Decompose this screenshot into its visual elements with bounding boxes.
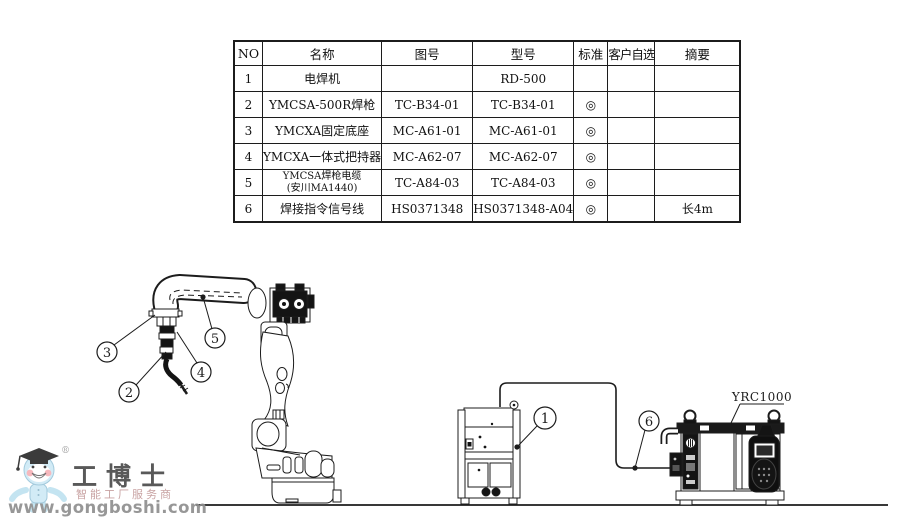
header-summary: 摘要 <box>654 40 741 66</box>
callout-1: 1 <box>514 406 557 450</box>
cell-name: 焊接指令信号线 <box>261 195 383 223</box>
header-name: 名称 <box>261 40 383 66</box>
cell-model: MC-A61-01 <box>472 117 575 144</box>
table-row: 3 YMCXA固定底座 MC-A61-01 MC-A61-01 ◎ <box>233 117 741 144</box>
cell-no: 4 <box>233 143 263 170</box>
robot-drawing <box>148 273 342 504</box>
cell-custom <box>607 91 656 118</box>
registered-mark: ® <box>61 446 70 456</box>
mascot-icon <box>9 448 67 513</box>
callout-4: 4 <box>176 331 212 383</box>
cell-name-line1: YMCSA焊枪电缆 <box>282 171 362 182</box>
controller-label-group: YRC1000 <box>730 390 792 424</box>
callout-6-label: 6 <box>645 415 653 430</box>
table-row: 5 YMCSA焊枪电缆 (安川MA1440) TC-A84-03 TC-A84-… <box>233 169 741 196</box>
cell-drawing: HS0371348 <box>381 195 474 223</box>
cell-name: 电焊机 <box>261 65 383 92</box>
cell-drawing: MC-A62-07 <box>381 143 474 170</box>
cell-drawing: TC-B34-01 <box>381 91 474 118</box>
cell-summary <box>654 91 741 118</box>
cell-model: TC-A84-03 <box>472 169 575 196</box>
callout-1-label: 1 <box>541 411 550 427</box>
callout-3: 3 <box>96 314 156 363</box>
cell-no: 5 <box>233 169 263 196</box>
table-row: 1 电焊机 RD-500 <box>233 65 741 92</box>
brand-website: www.gongboshi.com <box>8 498 208 517</box>
cell-summary <box>654 65 741 92</box>
cell-summary <box>654 169 741 196</box>
cell-standard: ◎ <box>573 117 609 144</box>
cell-custom <box>607 65 656 92</box>
cell-model: TC-B34-01 <box>472 91 575 118</box>
cell-summary <box>654 117 741 144</box>
cell-standard: ◎ <box>573 91 609 118</box>
cell-name: YMCSA-500R焊枪 <box>261 91 383 118</box>
cell-standard: ◎ <box>573 143 609 170</box>
callout-2: 2 <box>118 351 167 403</box>
signal-cable <box>499 382 673 469</box>
brand-tagline: 智能工厂服务商 <box>76 488 174 501</box>
cell-model: HS0371348-A04 <box>472 195 575 223</box>
welder-drawing <box>457 400 521 505</box>
cell-name: YMCXA固定底座 <box>261 117 383 144</box>
callout-3-label: 3 <box>103 346 111 361</box>
brand-name: 工博士 <box>72 462 175 491</box>
table-row: 6 焊接指令信号线 HS0371348 HS0371348-A04 ◎ 长4m <box>233 195 741 223</box>
cell-drawing <box>381 65 474 92</box>
header-standard: 标准 <box>573 40 609 66</box>
controller-label: YRC1000 <box>731 390 792 404</box>
robot-base-joint <box>251 409 287 452</box>
robot-pedestal <box>255 447 342 504</box>
cell-name-line2: (安川MA1440) <box>286 182 358 194</box>
callout-4-label: 4 <box>197 366 205 381</box>
controller-drawing <box>660 409 785 506</box>
robot-upper-arm <box>152 273 267 319</box>
header-model: 型号 <box>472 40 575 66</box>
header-no: NO <box>233 40 263 66</box>
cell-drawing: TC-A84-03 <box>381 169 474 196</box>
callout-2-label: 2 <box>125 386 133 401</box>
callout-6: 6 <box>632 410 660 471</box>
cell-no: 2 <box>233 91 263 118</box>
cell-custom <box>607 143 656 170</box>
parts-table: NO 名称 图号 型号 标准 客户自选 摘要 1 电焊机 RD-500 2 YM… <box>233 40 742 223</box>
cell-no: 1 <box>233 65 263 92</box>
header-drawing: 图号 <box>381 40 474 66</box>
cell-custom <box>607 169 656 196</box>
cell-custom <box>607 195 656 223</box>
callout-5: 5 <box>200 294 226 349</box>
cell-standard <box>573 65 609 92</box>
header-custom: 客户自选 <box>607 40 656 66</box>
cell-no: 3 <box>233 117 263 144</box>
table-row: 2 YMCSA-500R焊枪 TC-B34-01 TC-B34-01 ◎ <box>233 91 741 118</box>
cell-standard: ◎ <box>573 195 609 223</box>
cell-model: RD-500 <box>472 65 575 92</box>
cell-standard: ◎ <box>573 169 609 196</box>
cell-no: 6 <box>233 195 263 223</box>
gongboshi-logo: ® 工博士 智能工厂服务商 www.gongboshi.com <box>6 444 207 524</box>
robot-body-column <box>259 331 295 427</box>
cell-name: YMCXA一体式把持器 <box>261 143 383 170</box>
cell-model: MC-A62-07 <box>472 143 575 170</box>
welding-torch-assembly <box>148 308 189 395</box>
callout-5-label: 5 <box>211 332 219 347</box>
cell-drawing: MC-A61-01 <box>381 117 474 144</box>
robot-wrist-motors <box>269 283 315 324</box>
cell-summary: 长4m <box>654 195 741 223</box>
table-header-row: NO 名称 图号 型号 标准 客户自选 摘要 <box>233 40 741 66</box>
table-row: 4 YMCXA一体式把持器 MC-A62-07 MC-A62-07 ◎ <box>233 143 741 170</box>
cell-name: YMCSA焊枪电缆 (安川MA1440) <box>261 169 383 196</box>
cell-summary <box>654 143 741 170</box>
cell-custom <box>607 117 656 144</box>
